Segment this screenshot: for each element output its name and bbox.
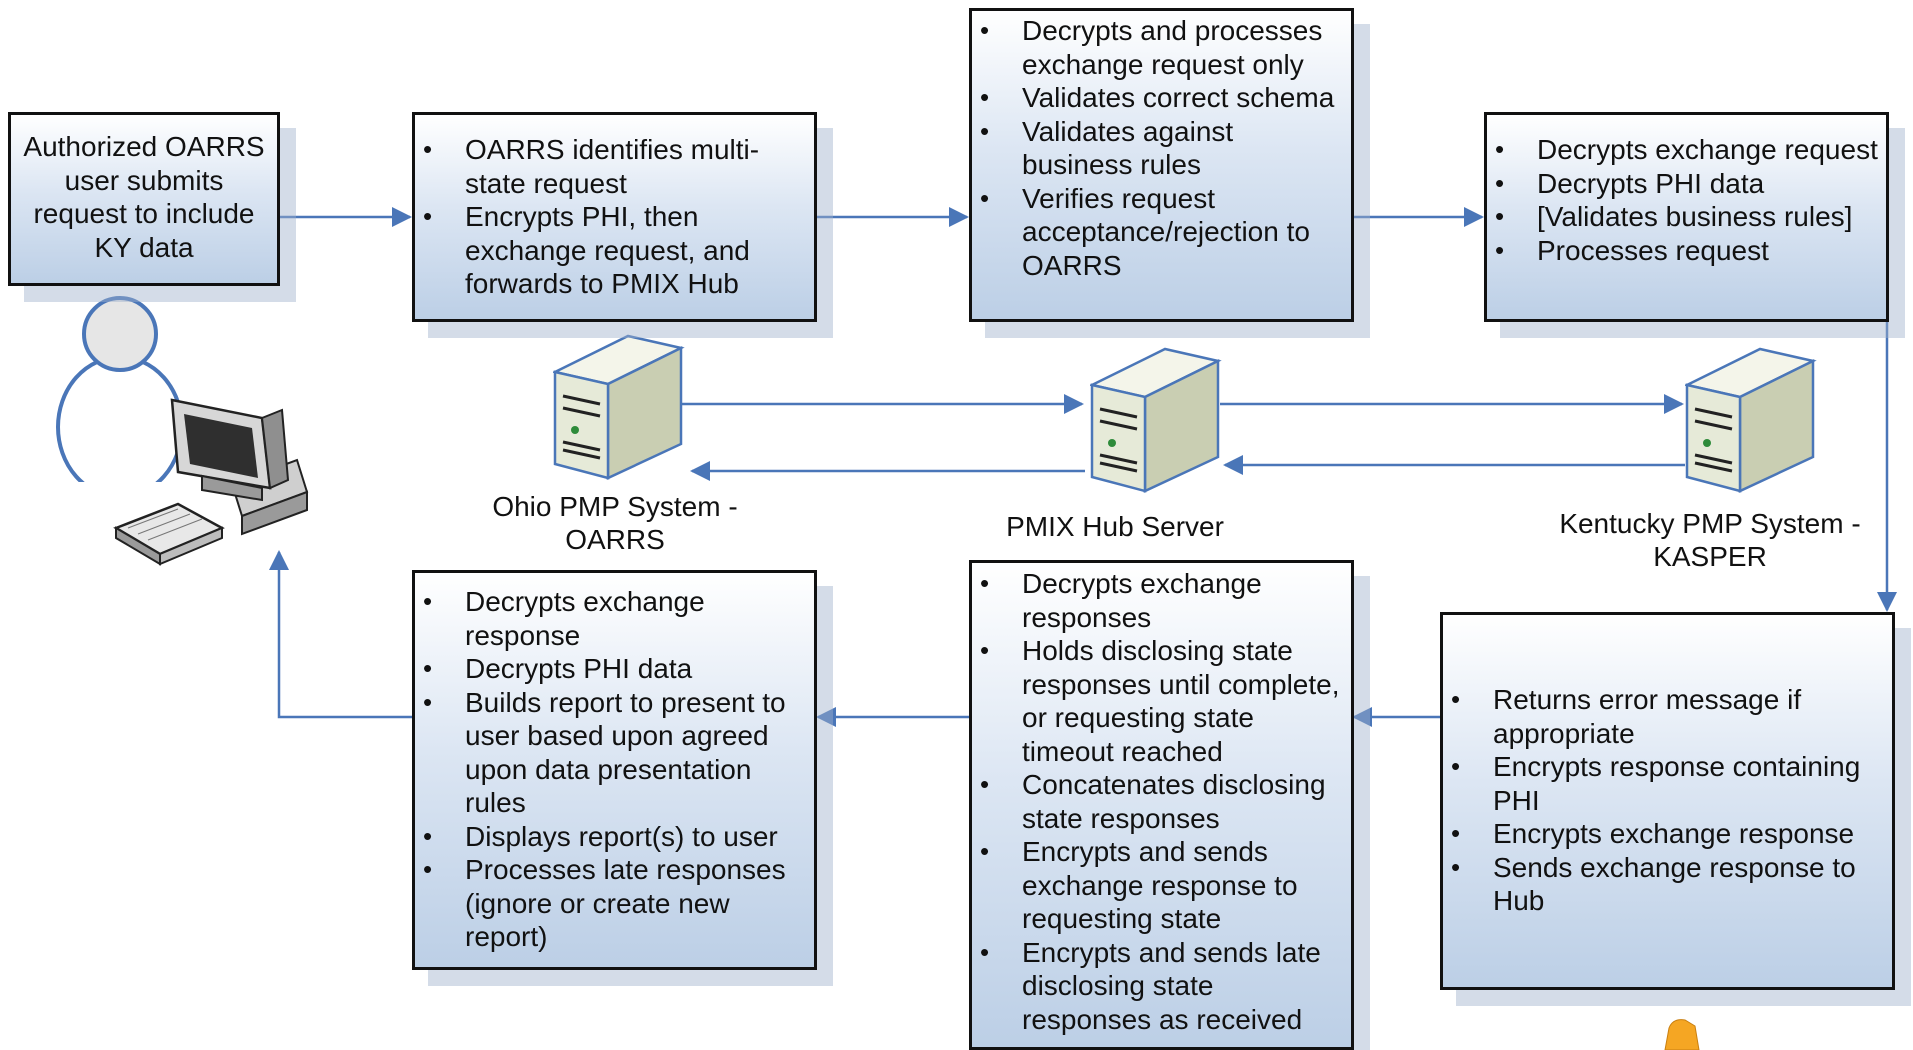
orange-corner-icon [1664,1019,1700,1050]
kasper-response-step: Sends exchange response to Hub [1447,851,1886,918]
kasper-request-step: [Validates business rules] [1491,200,1880,234]
oarrs-report-box: Decrypts exchange responseDecrypts PHI d… [412,570,817,970]
kasper-request-step: Processes request [1491,234,1880,268]
hub-request-step: Verifies request acceptance/rejection to… [976,182,1345,283]
kasper-request-step: Decrypts exchange request [1491,133,1880,167]
hub-response-step: Holds disclosing state responses until c… [976,634,1347,768]
oarrs-send-box: OARRS identifies multi-state requestEncr… [412,112,817,322]
oarrs-send-step: OARRS identifies multi-state request [419,133,806,200]
oarrs-report-step: Decrypts exchange response [419,585,808,652]
hub-response-step: Concatenates disclosing state responses [976,768,1347,835]
oarrs-report-step: Builds report to present to user based u… [419,686,808,820]
hub-request-step: Validates correct schema [976,81,1345,115]
desktop-computer-icon [113,398,309,566]
kasper-request-box: Decrypts exchange requestDecrypts PHI da… [1484,112,1889,322]
oarrs-report-step: Displays report(s) to user [419,820,808,854]
hub-response-step: Encrypts and sends exchange response to … [976,835,1347,936]
oarrs-report-step: Decrypts PHI data [419,652,808,686]
hub-request-step: Decrypts and processes exchange request … [976,14,1345,81]
kentucky-server-label: Kentucky PMP System - KASPER [1559,508,1861,572]
hub-request-step: Validates against business rules [976,115,1345,182]
hub-response-step: Encrypts and sends late disclosing state… [976,936,1347,1037]
oarrs-report-step: Processes late responses (ignore or crea… [419,853,808,954]
user-request-box: Authorized OARRS user submits request to… [8,112,280,286]
oarrs-send-step: Encrypts PHI, then exchange request, and… [419,200,806,301]
hub-response-step: Decrypts exchange responses [976,567,1347,634]
kasper-response-box: Returns error message if appropriateEncr… [1440,612,1895,990]
hub-server-icon [1090,347,1222,493]
hub-request-box: Decrypts and processes exchange request … [969,8,1354,322]
hub-response-box: Decrypts exchange responsesHolds disclos… [969,560,1354,1050]
hub-server-label: PMIX Hub Server [1006,511,1224,542]
user-person-icon [56,296,184,482]
kasper-request-step: Decrypts PHI data [1491,167,1880,201]
arrow-oarrs-to-user [269,550,412,719]
ohio-server-label: Ohio PMP System - OARRS [492,491,738,555]
user-request-text: Authorized OARRS user submits request to… [23,131,265,263]
kasper-response-step: Encrypts response containing PHI [1447,750,1886,817]
kentucky-server-icon [1685,347,1817,493]
ohio-server-icon [553,334,685,480]
kasper-response-step: Encrypts exchange response [1447,817,1886,851]
kasper-response-step: Returns error message if appropriate [1447,683,1886,750]
